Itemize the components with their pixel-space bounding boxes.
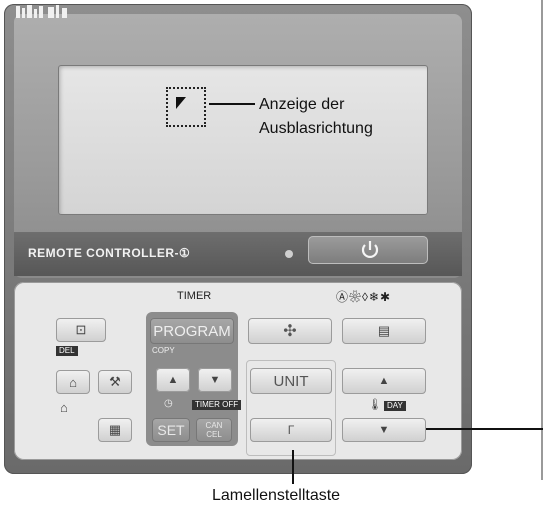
louver-indicator-highlight <box>166 87 206 127</box>
del-label: DEL <box>56 346 78 356</box>
timer-up-button[interactable]: ▲ <box>156 368 190 392</box>
page-border-line <box>541 0 543 480</box>
louver-direction-icon <box>176 97 186 109</box>
day-label: DAY <box>384 401 406 411</box>
temp-up-button[interactable]: ▲ <box>342 368 426 394</box>
schedule-icon: ⊡ <box>75 322 87 337</box>
timer-label: TIMER <box>177 290 212 302</box>
bottom-callout-leader <box>292 450 294 484</box>
temp-down-button[interactable]: ▼ <box>342 418 426 442</box>
grid-button[interactable]: ▦ <box>98 418 132 442</box>
program-button[interactable]: PROGRAM <box>150 318 234 344</box>
logo-graphic <box>16 5 67 18</box>
thermometer-icon: 🌡 <box>368 399 382 411</box>
power-button[interactable] <box>308 236 428 264</box>
mode-select-icon: ▤ <box>377 323 391 338</box>
grid-icon: ▦ <box>108 422 122 437</box>
controller-name-label: REMOTE CONTROLLER-① <box>28 246 191 260</box>
down-arrow-icon: ▼ <box>209 374 221 386</box>
temp-up-arrow-icon: ▲ <box>378 375 390 387</box>
schedule-button[interactable]: ⊡ <box>56 318 106 342</box>
house-icon: ⌂ <box>69 374 77 390</box>
mode-icons: Ⓐ❀◊❄✱ <box>336 290 392 304</box>
fan-icon: ✣ <box>283 323 297 340</box>
up-arrow-icon: ▲ <box>167 374 179 386</box>
louver-button-label: Lamellenstelltaste <box>212 487 341 504</box>
unit-button[interactable]: UNIT <box>250 368 332 394</box>
clock-icon: ◷ <box>164 398 173 409</box>
copy-label: COPY <box>152 346 175 355</box>
status-led-icon <box>285 250 293 258</box>
louver-button[interactable]: Γ <box>250 418 332 442</box>
callout-leader-line <box>209 103 255 105</box>
callout-label-line1: Anzeige der <box>259 96 345 113</box>
ventilation-button[interactable]: ⌂ <box>56 370 90 394</box>
set-button[interactable]: SET <box>152 418 190 442</box>
unit-button-frame <box>246 360 336 456</box>
temp-down-arrow-icon: ▼ <box>378 424 390 436</box>
lcd-display <box>58 65 428 215</box>
mode-button[interactable]: ▤ <box>342 318 426 344</box>
filter-reset-icon: ⌂ <box>60 400 68 415</box>
cancel-button[interactable]: CAN CEL <box>196 418 232 442</box>
louver-icon: Γ <box>287 423 295 437</box>
power-icon <box>361 241 379 258</box>
check-button[interactable]: ⚒ <box>98 370 132 394</box>
timer-off-label: TIMER OFF <box>192 400 242 410</box>
fan-speed-button[interactable]: ✣ <box>248 318 332 344</box>
right-callout-leader <box>426 428 543 430</box>
callout-label-line2: Ausblasrichtung <box>259 120 373 137</box>
timer-down-button[interactable]: ▼ <box>198 368 232 392</box>
wrench-icon: ⚒ <box>109 374 121 389</box>
